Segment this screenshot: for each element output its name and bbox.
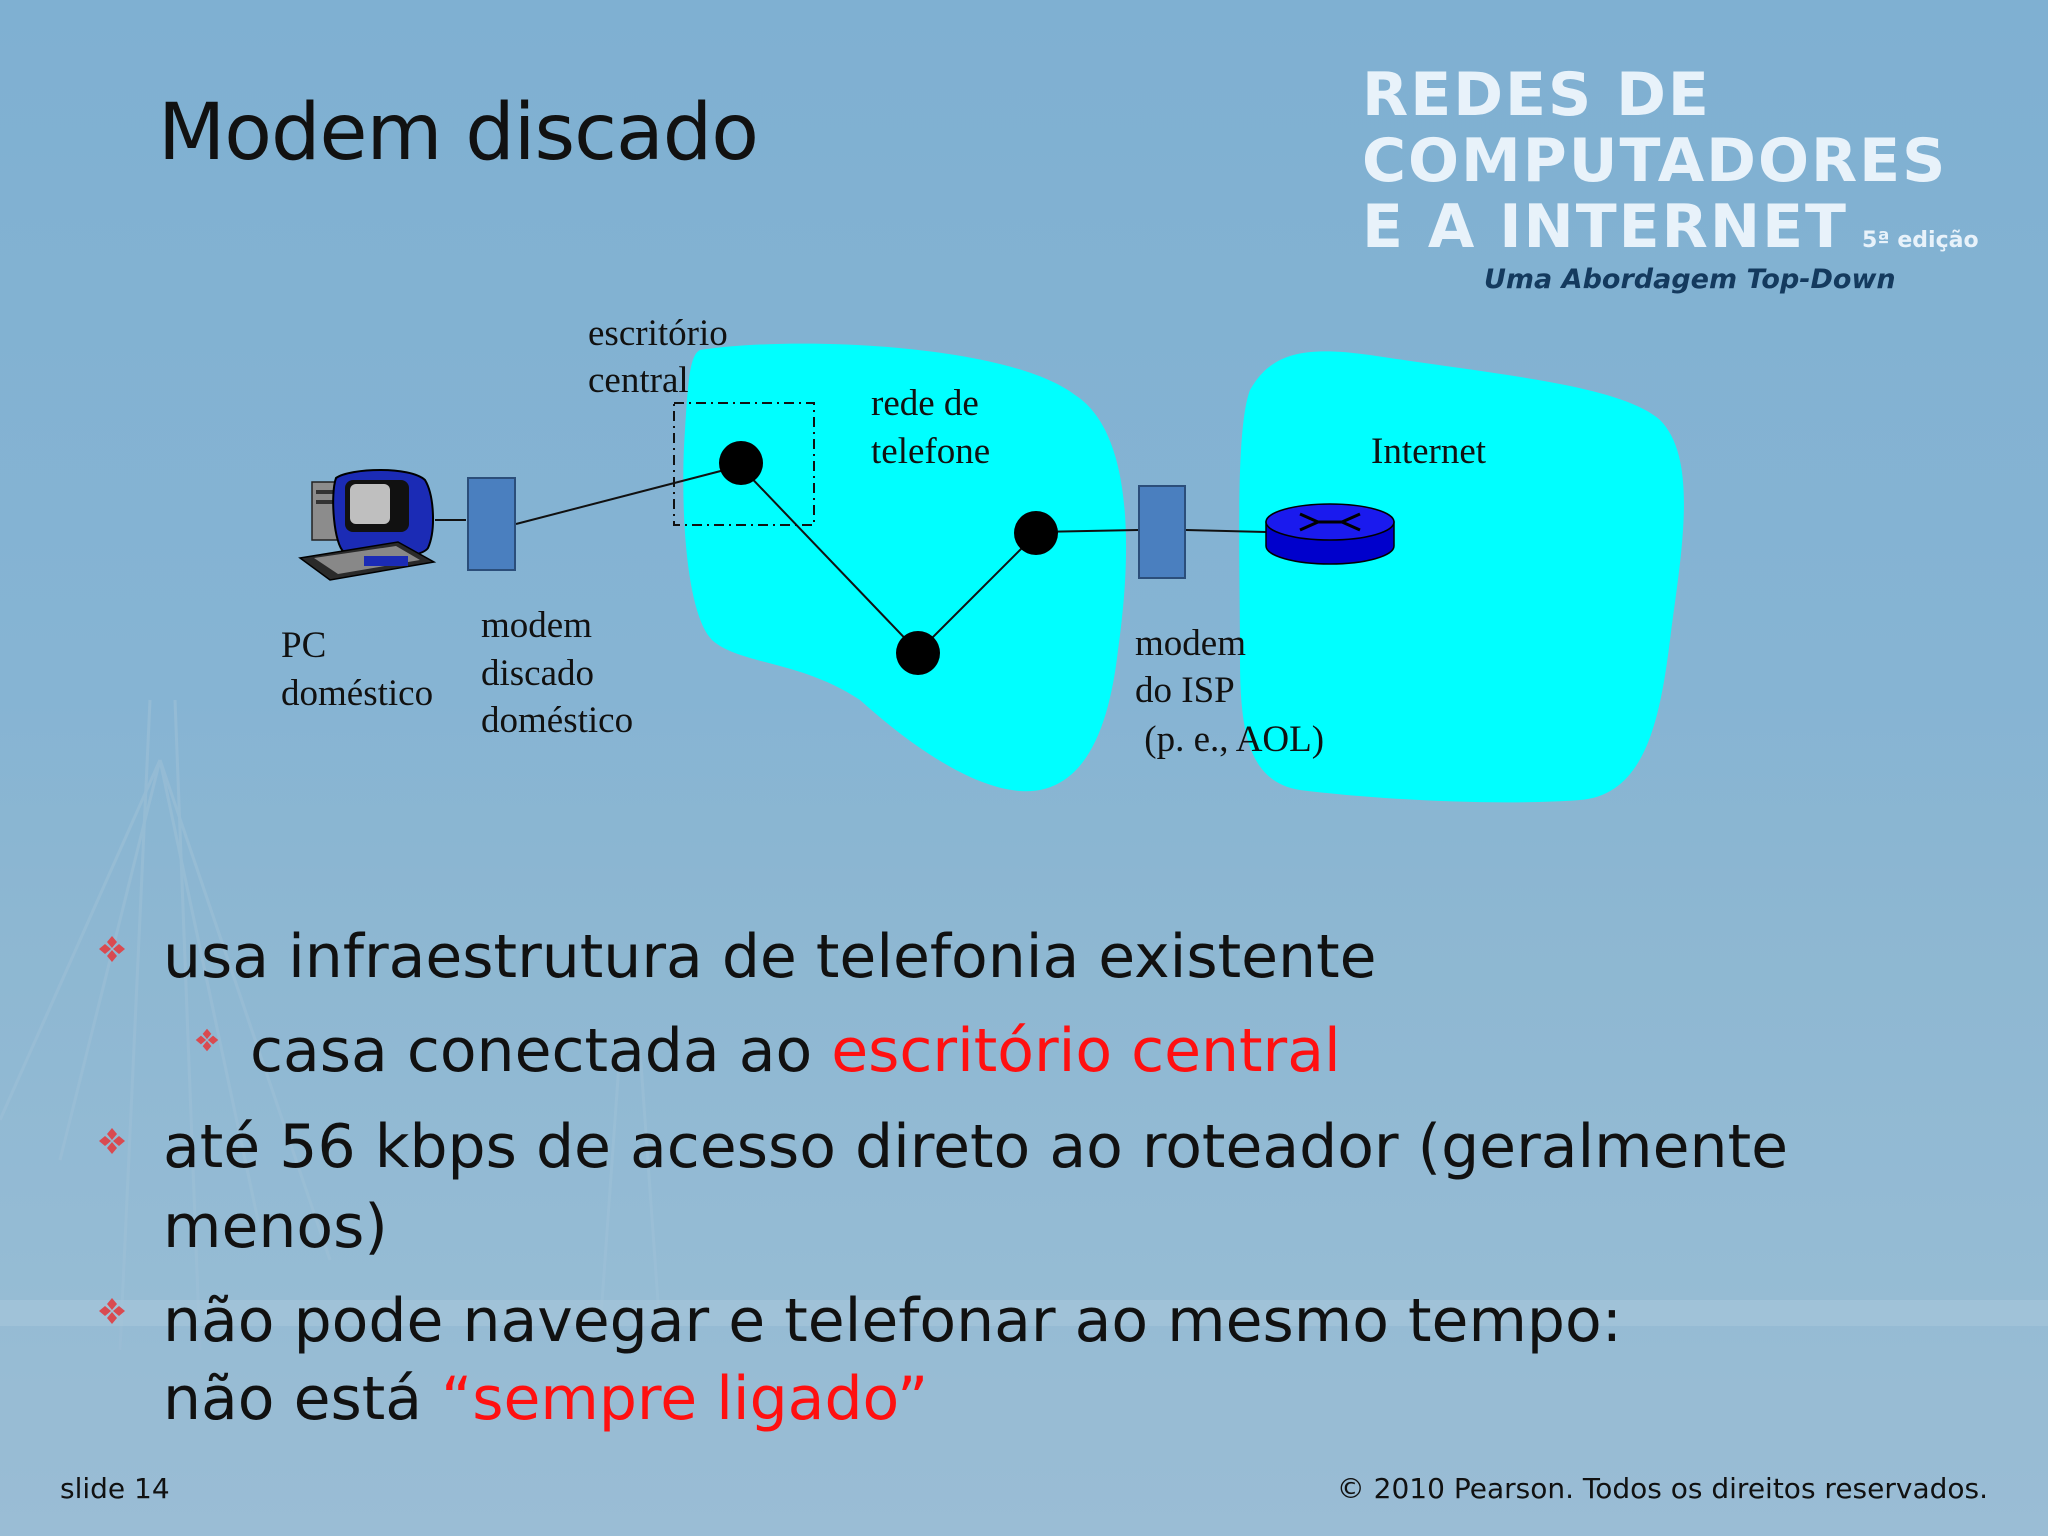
slide-number: slide 14: [60, 1472, 170, 1505]
bullet-marker-icon: [97, 1126, 127, 1156]
bullet-3-line2: não está “sempre ligado”: [163, 1360, 928, 1438]
bullet-2-line2: menos): [163, 1188, 388, 1266]
central-office-label-line2: central: [588, 357, 689, 405]
central-office-label-line1: escritório: [588, 310, 728, 358]
copyright-notice: © 2010 Pearson. Todos os direitos reserv…: [1337, 1472, 1988, 1505]
bullet-1-text: usa infraestrutura de telefonia existent…: [163, 918, 1377, 996]
home-modem-label-line2: discado: [481, 650, 594, 698]
bullet-3-line2-prefix: não está: [163, 1364, 441, 1434]
isp-modem-label-line3: (p. e., AOL): [1135, 716, 1324, 764]
router-icon: [1266, 504, 1394, 564]
home-modem-label-line3: doméstico: [481, 697, 633, 745]
telephone-switch-bottom: [896, 631, 940, 675]
bullet-2-line1: até 56 kbps de acesso direto ao roteador…: [163, 1108, 1788, 1186]
bullet-3-line2-highlight: “sempre ligado”: [441, 1364, 928, 1434]
bullet-3-line1: não pode navegar e telefonar ao mesmo te…: [163, 1282, 1622, 1360]
bullet-marker-icon: [97, 1296, 127, 1326]
bullet-1a-text: casa conectada ao escritório central: [250, 1012, 1341, 1090]
telephone-switch-right: [1014, 511, 1058, 555]
home-modem-icon: [468, 478, 515, 570]
pc-icon: [300, 470, 434, 580]
isp-modem-icon: [1139, 486, 1185, 578]
internet-label: Internet: [1371, 428, 1486, 476]
phone-network-label-line1: rede de: [871, 380, 979, 428]
pc-label-line1: PC: [281, 622, 326, 670]
home-modem-label-line1: modem: [481, 602, 592, 650]
phone-network-label-line2: telefone: [871, 428, 990, 476]
central-office-switch: [719, 441, 763, 485]
sub-bullet-marker-icon: [194, 1027, 220, 1053]
isp-modem-label-line2: do ISP: [1135, 667, 1235, 715]
bullet-1a-highlight: escritório central: [831, 1016, 1340, 1086]
bullet-1a-prefix: casa conectada ao: [250, 1016, 831, 1086]
bullet-marker-icon: [97, 934, 127, 964]
pc-label-line2: doméstico: [281, 670, 433, 718]
isp-modem-label-line1: modem: [1135, 620, 1246, 668]
